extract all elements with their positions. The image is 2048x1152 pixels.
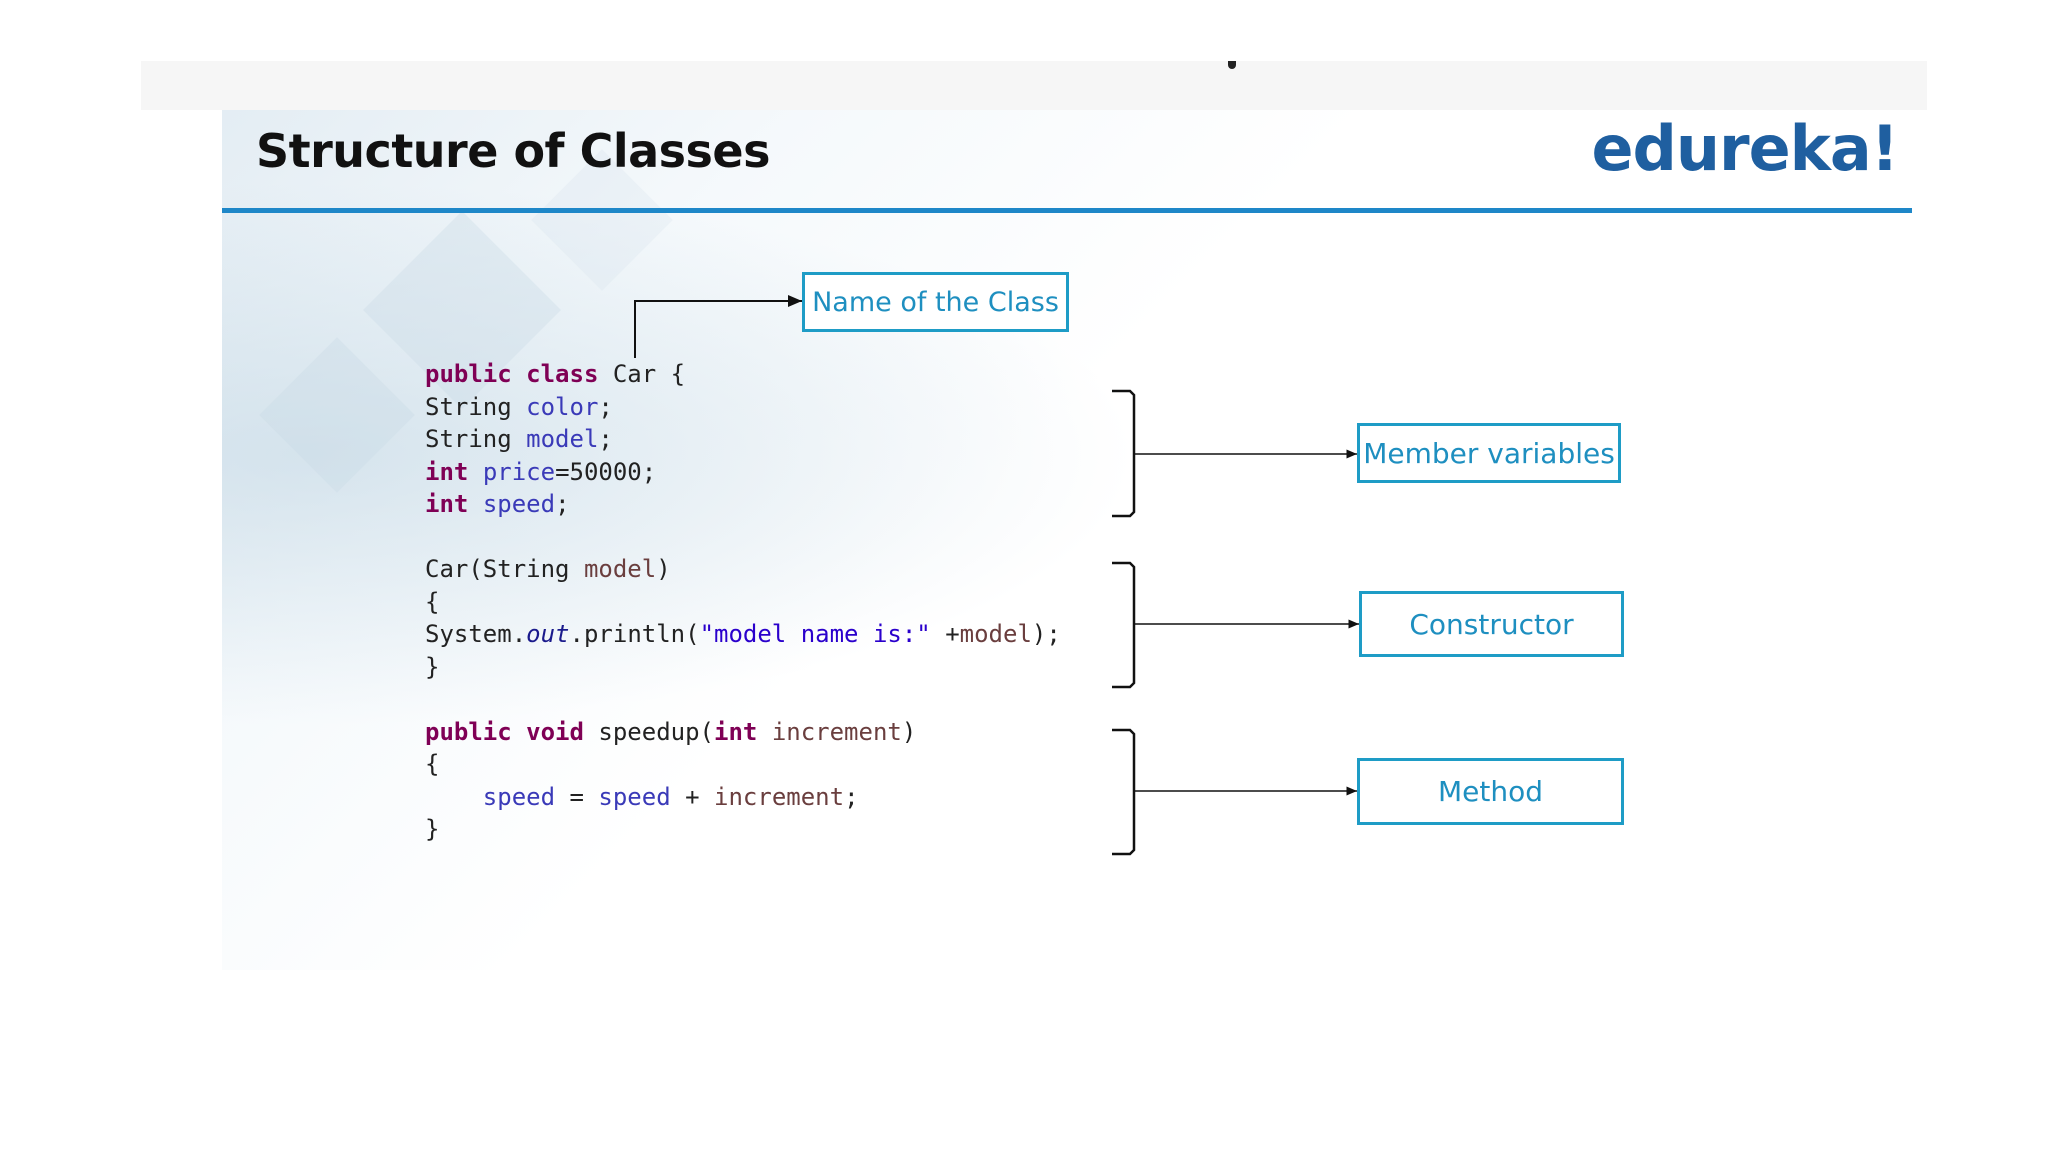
slide: Structure of Classes edureka! public cla… xyxy=(222,110,1912,970)
code-token: { xyxy=(425,750,440,778)
code-token: .println( xyxy=(569,620,700,648)
title-underline xyxy=(222,208,1912,213)
code-token: ) xyxy=(901,717,917,746)
code-token: public void xyxy=(425,717,584,746)
code-token: speed xyxy=(598,782,671,811)
code-line: } xyxy=(425,813,1061,846)
code-token: ; xyxy=(555,490,570,518)
code-token: ; xyxy=(598,425,613,453)
code-token: increment xyxy=(714,782,845,811)
code-token: model xyxy=(583,555,657,583)
code-token: "model name is:" xyxy=(699,620,931,648)
code-line: String model; xyxy=(425,423,1061,456)
member-variables-label: Member variables xyxy=(1357,423,1621,483)
code-token: speed xyxy=(482,782,556,811)
code-line: speed = speed + increment; xyxy=(425,781,1061,814)
code-token: Car(String xyxy=(425,555,584,583)
code-line: { xyxy=(425,586,1061,619)
code-token: } xyxy=(425,815,440,843)
slide-title: Structure of Classes xyxy=(256,124,771,178)
code-token: String xyxy=(425,425,527,453)
code-token: ); xyxy=(1031,620,1061,648)
constructor-bracket xyxy=(1112,561,1136,689)
class-name-label: Name of the Class xyxy=(802,272,1069,332)
code-token: } xyxy=(425,652,440,681)
code-line: Car(String model) xyxy=(425,553,1061,586)
code-token: model xyxy=(959,620,1032,648)
method-bracket xyxy=(1112,728,1136,856)
code-token: System. xyxy=(425,620,527,648)
code-line: public void speedup(int increment) xyxy=(425,716,1061,749)
connector-lines xyxy=(634,295,1359,856)
code-token: =50000; xyxy=(555,457,657,486)
code-token: + xyxy=(670,782,715,811)
code-token: speedup( xyxy=(583,717,714,746)
code-token: ; xyxy=(598,392,613,421)
code-token: model xyxy=(526,425,599,453)
code-token: speed xyxy=(482,490,556,518)
code-token: { xyxy=(425,587,440,616)
code-token: price xyxy=(482,457,556,486)
code-block: public class Car {String color;String mo… xyxy=(425,358,1061,846)
code-line: } xyxy=(425,651,1061,684)
code-line: int price=50000; xyxy=(425,456,1061,489)
code-token: int xyxy=(425,457,469,486)
code-line: int speed; xyxy=(425,488,1061,521)
top-strip xyxy=(141,61,1927,110)
code-token: + xyxy=(930,620,960,648)
code-line: System.out.println("model name is:" +mod… xyxy=(425,618,1061,651)
code-token: ; xyxy=(844,782,859,811)
code-token: public class xyxy=(425,360,599,388)
code-line: { xyxy=(425,748,1061,781)
code-token: increment xyxy=(771,717,902,746)
member-variables-bracket xyxy=(1112,389,1136,518)
code-token: int xyxy=(714,717,758,746)
strip-mark xyxy=(1228,61,1236,69)
code-token: int xyxy=(425,490,469,518)
code-line: String color; xyxy=(425,391,1061,424)
class-name-pointer xyxy=(634,295,802,358)
code-token: String xyxy=(425,392,527,421)
edureka-logo: edureka! xyxy=(1591,112,1899,185)
code-token: color xyxy=(526,392,599,421)
code-token: out xyxy=(526,620,570,648)
code-line: public class Car { xyxy=(425,358,1061,391)
code-token: = xyxy=(555,782,599,811)
constructor-label: Constructor xyxy=(1359,591,1624,657)
method-label: Method xyxy=(1357,758,1624,825)
code-token: ) xyxy=(656,555,671,583)
code-token: Car { xyxy=(598,360,686,388)
